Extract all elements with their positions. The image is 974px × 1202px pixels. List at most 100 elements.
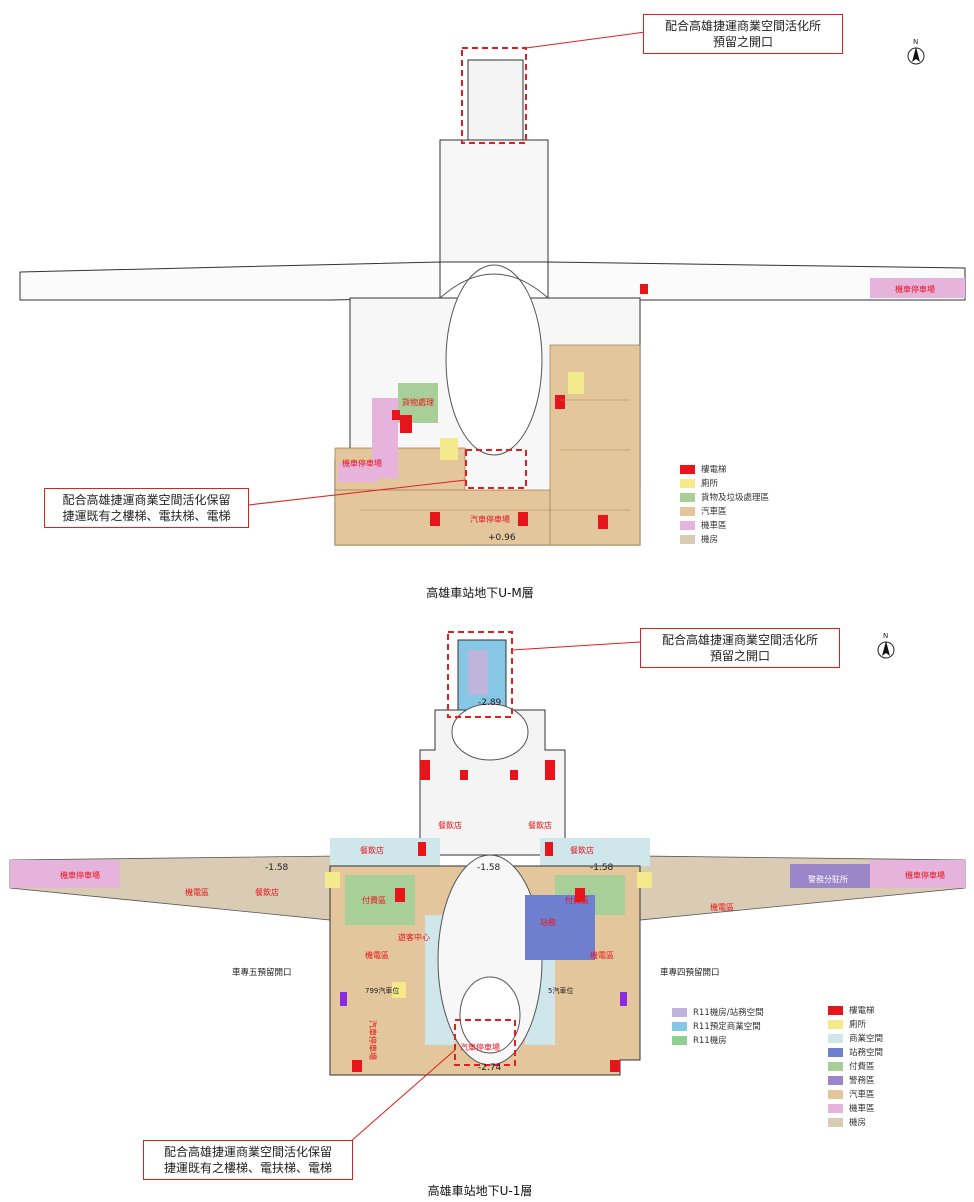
legend-swatch bbox=[680, 478, 695, 488]
legend-label: 樓電梯 bbox=[701, 465, 727, 475]
upper-west-wing bbox=[19, 261, 441, 301]
legend-label: 貨物及垃圾處理區 bbox=[701, 493, 770, 503]
upper-scooter-east bbox=[870, 278, 965, 298]
svg-text:餐飲店: 餐飲店 bbox=[255, 887, 279, 897]
upper-north-shaft bbox=[467, 59, 524, 141]
svg-text:N: N bbox=[883, 632, 888, 640]
svg-text:警務分駐所: 警務分駐所 bbox=[808, 874, 848, 884]
lower-plan-caption: 高雄車站地下U-1層 bbox=[427, 1184, 533, 1198]
lower-north-arrow-icon: N bbox=[877, 632, 895, 659]
upper-opening-marker bbox=[461, 47, 527, 144]
legend-label: 機車區 bbox=[849, 1104, 875, 1114]
lower-legend-left: R11機房/站務空間 R11預定商業空間 R11機房 bbox=[672, 1005, 764, 1047]
upper-keep-callout-line2: 捷運既有之樓梯、電扶梯、電梯 bbox=[62, 509, 231, 523]
legend-label: 廁所 bbox=[701, 479, 719, 489]
upper-east-wing bbox=[547, 261, 966, 301]
lower-commercial-band-east bbox=[540, 838, 650, 866]
svg-text:-2.74: -2.74 bbox=[478, 1063, 502, 1073]
svg-text:汽車停車場: 汽車停車場 bbox=[460, 1042, 500, 1052]
upper-legend-item: 機車區 bbox=[680, 518, 769, 532]
legend-swatch bbox=[680, 534, 695, 544]
legend-label: 汽車區 bbox=[849, 1090, 875, 1100]
legend-swatch bbox=[680, 520, 695, 530]
legend-swatch bbox=[672, 1035, 687, 1045]
upper-keep-marker bbox=[465, 449, 527, 489]
legend-label: R11機房/站務空間 bbox=[693, 1008, 764, 1018]
lower-floor-plan: -2.89 -1.58 -1.58 -1.58 -2.74 餐飲店 餐飲店 餐飲… bbox=[9, 631, 966, 1143]
upper-concourse-oval bbox=[445, 264, 543, 456]
legend-swatch bbox=[680, 464, 695, 474]
lower-legend-item: 商業空間 bbox=[828, 1031, 883, 1045]
lower-legend-item: 付費區 bbox=[828, 1059, 883, 1073]
legend-swatch bbox=[828, 1103, 843, 1113]
opening-five-label: 車專五預留開口 bbox=[232, 968, 292, 978]
legend-swatch bbox=[680, 506, 695, 516]
legend-swatch bbox=[828, 1061, 843, 1071]
lower-legend-item: 警務區 bbox=[828, 1073, 883, 1087]
svg-text:-1.58: -1.58 bbox=[265, 863, 289, 873]
upper-opening-callout-line2: 預留之開口 bbox=[712, 35, 773, 49]
lower-legend-item: R11機房 bbox=[672, 1033, 764, 1047]
legend-label: 站務空間 bbox=[849, 1048, 884, 1058]
legend-swatch bbox=[828, 1005, 843, 1015]
svg-text:機電區: 機電區 bbox=[710, 902, 734, 912]
svg-text:機電區: 機電區 bbox=[185, 887, 209, 897]
lower-keep-callout-line1: 配合高雄捷運商業空間活化保留 bbox=[163, 1145, 332, 1159]
svg-text:付費區: 付費區 bbox=[362, 895, 386, 905]
upper-opening-callout-line1: 配合高雄捷運商業空間活化所 bbox=[664, 19, 821, 33]
upper-legend-item: 樓電梯 bbox=[680, 462, 769, 476]
svg-text:機電區: 機電區 bbox=[365, 950, 389, 960]
lower-opening-marker bbox=[447, 631, 513, 718]
legend-label: 機房 bbox=[701, 535, 719, 545]
svg-text:N: N bbox=[913, 38, 918, 46]
svg-text:機車停車場: 機車停車場 bbox=[60, 870, 100, 880]
lower-keep-callout: 配合高雄捷運商業空間活化保留 捷運既有之樓梯、電扶梯、電梯 bbox=[143, 1140, 353, 1180]
lower-legend-item: 樓電梯 bbox=[828, 1003, 883, 1017]
lower-opening-callout-line2: 預留之開口 bbox=[709, 649, 770, 663]
legend-label: 樓電梯 bbox=[849, 1006, 875, 1016]
upper-car-area-east bbox=[549, 344, 641, 546]
legend-label: 廁所 bbox=[849, 1020, 867, 1030]
upper-legend: 樓電梯 廁所 貨物及垃圾處理區 汽車區 機車區 機房 bbox=[680, 462, 769, 546]
lower-opening-callout-line1: 配合高雄捷運商業空間活化所 bbox=[661, 633, 818, 647]
upper-stair bbox=[400, 415, 412, 433]
legend-swatch bbox=[828, 1075, 843, 1085]
legend-label: 警務區 bbox=[849, 1076, 875, 1086]
legend-swatch bbox=[828, 1033, 843, 1043]
upper-floor-plan: 機車停車場 機車停車場 汽車停車場 貨物處理 +0.96 bbox=[19, 31, 966, 546]
upper-north-arrow-icon: N bbox=[907, 38, 925, 65]
upper-label-car-park: 汽車停車場 bbox=[470, 514, 510, 524]
lower-legend-item: 機車區 bbox=[828, 1101, 883, 1115]
upper-legend-item: 機房 bbox=[680, 532, 769, 546]
lower-legend-item: R11機房/站務空間 bbox=[672, 1005, 764, 1019]
legend-label: 機車區 bbox=[701, 521, 727, 531]
svg-text:機電區: 機電區 bbox=[590, 950, 614, 960]
svg-text:餐飲店: 餐飲店 bbox=[438, 820, 462, 830]
upper-label-elevation: +0.96 bbox=[488, 533, 516, 543]
legend-label: 機房 bbox=[849, 1118, 867, 1128]
legend-swatch bbox=[828, 1019, 843, 1029]
upper-legend-item: 汽車區 bbox=[680, 504, 769, 518]
upper-legend-item: 貨物及垃圾處理區 bbox=[680, 490, 769, 504]
lower-opening-callout: 配合高雄捷運商業空間活化所 預留之開口 bbox=[640, 628, 840, 668]
lower-legend-item: 廁所 bbox=[828, 1017, 883, 1031]
lower-legend-item: 機房 bbox=[828, 1115, 883, 1129]
svg-text:站務: 站務 bbox=[540, 917, 556, 927]
legend-swatch bbox=[828, 1089, 843, 1099]
lower-legend-right: 樓電梯 廁所 商業空間 站務空間 付費區 警務區 汽車區 機車區 機房 bbox=[828, 1003, 883, 1129]
upper-keep-callout-line1: 配合高雄捷運商業空間活化保留 bbox=[62, 493, 231, 507]
lower-keep-callout-line2: 捷運既有之樓梯、電扶梯、電梯 bbox=[163, 1161, 332, 1175]
svg-text:遊客中心: 遊客中心 bbox=[398, 932, 430, 942]
svg-text:799汽車位: 799汽車位 bbox=[365, 986, 399, 995]
svg-text:餐飲店: 餐飲店 bbox=[360, 845, 384, 855]
svg-text:付費區: 付費區 bbox=[565, 895, 589, 905]
legend-swatch bbox=[828, 1047, 843, 1057]
upper-plan-caption: 高雄車站地下U-M層 bbox=[426, 586, 534, 600]
svg-text:5汽車位: 5汽車位 bbox=[548, 986, 573, 995]
upper-toilet bbox=[440, 438, 458, 460]
legend-swatch bbox=[672, 1021, 687, 1031]
lower-legend-item: 站務空間 bbox=[828, 1045, 883, 1059]
lower-station-area bbox=[525, 895, 595, 960]
upper-opening-callout: 配合高雄捷運商業空間活化所 預留之開口 bbox=[643, 14, 843, 54]
legend-swatch bbox=[680, 492, 695, 502]
